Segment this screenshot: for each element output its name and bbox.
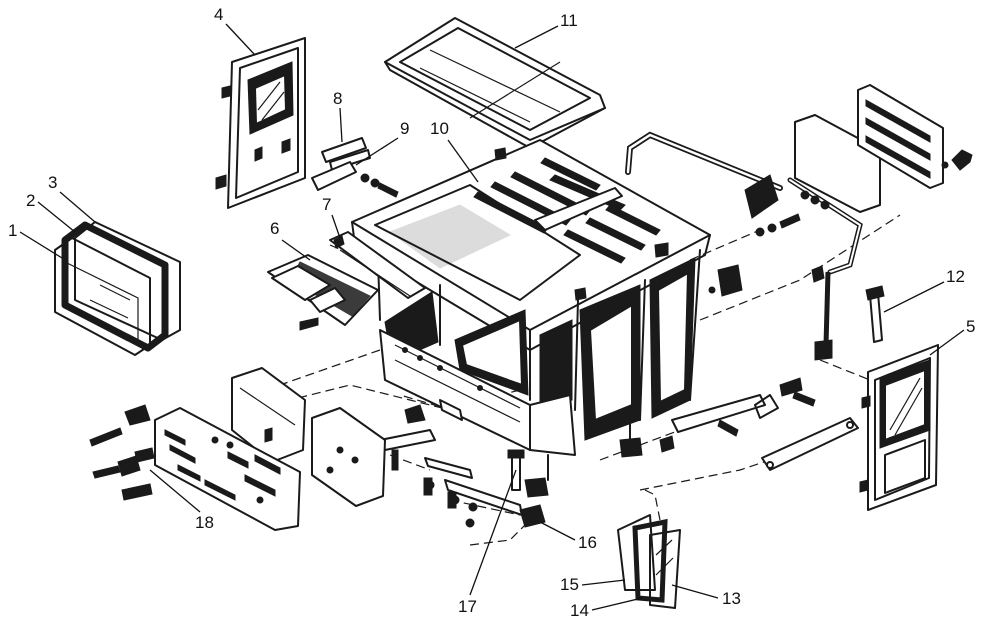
bottom-bracket	[424, 457, 546, 528]
label-14: 14	[570, 597, 643, 620]
label-1: 1	[8, 221, 63, 259]
roof-panel	[384, 17, 606, 149]
svg-text:7: 7	[322, 195, 331, 214]
label-11: 11	[514, 11, 578, 49]
svg-text:9: 9	[400, 119, 409, 138]
svg-text:17: 17	[458, 597, 477, 616]
svg-text:6: 6	[270, 219, 279, 238]
svg-text:10: 10	[430, 119, 449, 138]
svg-text:13: 13	[722, 589, 741, 608]
side-bar	[329, 231, 426, 299]
label-16: 16	[539, 521, 597, 552]
svg-text:4: 4	[214, 5, 223, 24]
small-seal-14	[632, 518, 668, 603]
label-18: 18	[149, 469, 214, 532]
label-13: 13	[671, 584, 741, 608]
label-12: 12	[883, 267, 965, 313]
support-rod	[744, 174, 863, 361]
label-6: 6	[270, 219, 311, 261]
bottom-bolt	[507, 449, 525, 491]
label-15: 15	[560, 575, 626, 594]
svg-text:2: 2	[26, 191, 35, 210]
svg-text:15: 15	[560, 575, 579, 594]
part-labels: 1 2 3 4 5 6 7 8	[8, 5, 975, 620]
lower-right-bracket	[659, 377, 859, 471]
handrail-tube	[625, 131, 783, 191]
label-10: 10	[430, 119, 479, 183]
small-frame-15	[617, 514, 656, 591]
svg-text:14: 14	[570, 601, 589, 620]
label-9: 9	[355, 119, 409, 166]
svg-text:11: 11	[560, 11, 578, 30]
label-5: 5	[929, 317, 975, 356]
svg-text:16: 16	[578, 533, 597, 552]
label-7: 7	[322, 195, 341, 239]
inner-side-panel	[231, 367, 306, 463]
label-3: 3	[48, 173, 96, 223]
right-door	[859, 344, 939, 511]
window-frame-1	[54, 237, 151, 356]
label-17: 17	[458, 469, 517, 616]
left-door	[215, 37, 306, 209]
label-4: 4	[214, 5, 256, 56]
svg-text:3: 3	[48, 173, 57, 192]
label-2: 2	[26, 191, 76, 233]
middle-side-panel	[311, 407, 386, 507]
long-bolt	[865, 285, 885, 343]
svg-text:18: 18	[195, 513, 214, 532]
floor-brackets	[379, 399, 463, 509]
label-8: 8	[333, 89, 343, 143]
handle-bar	[321, 137, 371, 171]
cab-frame	[351, 139, 711, 498]
light-panel	[267, 254, 379, 331]
bolt-group-right	[708, 149, 973, 297]
svg-text:8: 8	[333, 89, 342, 108]
front-panel	[89, 404, 301, 531]
svg-text:1: 1	[8, 221, 17, 240]
rear-panel-louvre	[857, 84, 944, 189]
svg-text:12: 12	[946, 267, 965, 286]
handle-bracket	[311, 161, 399, 198]
svg-text:5: 5	[966, 317, 975, 336]
